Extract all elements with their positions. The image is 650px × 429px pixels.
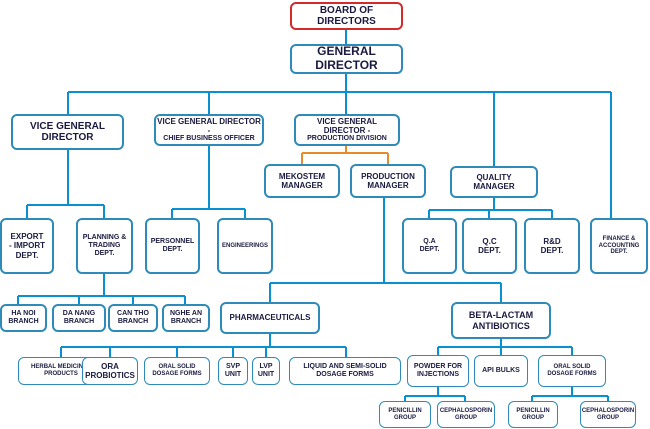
branch-ha-noi-label: HA NOI BRANCH — [8, 309, 39, 325]
vgd-chief-business-box: VICE GENERAL DIRECTOR - CHIEF BUSINESS O… — [154, 114, 264, 146]
board-of-directors-label: BOARD OF DIRECTORS — [317, 4, 376, 28]
mekostem-manager-label: MEKOSTEM MANAGER — [278, 171, 326, 190]
quality-manager-label: QUALITY MANAGER — [473, 172, 515, 191]
branch-nghe-an-box: NGHE AN BRANCH — [162, 304, 210, 332]
cephalosporin-group-box-2: CEPHALOSPORIN GROUP — [580, 401, 636, 428]
rd-dept-box: R&D DEPT. — [524, 218, 580, 274]
planning-trading-label: PLANNING & TRADING DEPT. — [82, 233, 127, 258]
penicillin-group-label-1: PENICILLIN GROUP — [388, 407, 422, 421]
oral-solid-box-2: ORAL SOLID DOSAGE FORMS — [538, 355, 606, 387]
qc-dept-box: Q.C DEPT. — [462, 218, 517, 274]
penicillin-group-box-1: PENICILLIN GROUP — [379, 401, 431, 428]
vgd-production-line1: VICE GENERAL DIRECTOR - — [316, 116, 377, 135]
oral-solid-label-2: ORAL SOLID DOSAGE FORMS — [547, 364, 597, 377]
liquid-semi-solid-box: LIQUID AND SEMI-SOLID DOSAGE FORMS — [289, 357, 401, 385]
powder-injections-box: POWDER FOR INJECTIONS — [407, 355, 469, 387]
vgd-production-line2: PRODUCTION DIVISION — [307, 135, 387, 143]
beta-lactam-label: BETA-LACTAM ANTIBIOTICS — [468, 310, 534, 331]
qa-dept-label: Q.A DEPT. — [419, 237, 440, 253]
export-import-label: EXPORT - IMPORT DEPT. — [9, 232, 45, 260]
branch-da-nang-label: DA NANG BRANCH — [62, 309, 96, 325]
engineerings-box: ENGINEERINGS — [217, 218, 273, 274]
oral-solid-label-1: ORAL SOLID DOSAGE FORMS — [152, 364, 202, 377]
beta-lactam-box: BETA-LACTAM ANTIBIOTICS — [451, 302, 551, 339]
export-import-box: EXPORT - IMPORT DEPT. — [0, 218, 54, 274]
penicillin-group-box-2: PENICILLIN GROUP — [508, 401, 558, 428]
api-bulks-label: API BULKS — [482, 366, 520, 374]
lvp-unit-label: LVP UNIT — [257, 362, 275, 378]
vgd-production-box: VICE GENERAL DIRECTOR - PRODUCTION DIVIS… — [294, 114, 400, 146]
api-bulks-box: API BULKS — [474, 355, 528, 387]
branch-da-nang-box: DA NANG BRANCH — [52, 304, 106, 332]
finance-accounting-label: FINANCE & ACCOUNTING DEPT. — [598, 235, 640, 256]
production-manager-box: PRODUCTION MANAGER — [350, 164, 426, 198]
ora-probiotics-label: ORA PROBIOTICS — [85, 361, 135, 380]
qc-dept-label: Q.C DEPT. — [478, 236, 501, 255]
production-manager-label: PRODUCTION MANAGER — [361, 171, 415, 190]
mekostem-manager-box: MEKOSTEM MANAGER — [264, 164, 340, 198]
liquid-semi-solid-label: LIQUID AND SEMI-SOLID DOSAGE FORMS — [303, 362, 387, 378]
vice-general-director-box: VICE GENERAL DIRECTOR — [11, 114, 124, 150]
general-director-box: GENERAL DIRECTOR — [290, 44, 403, 74]
vgd-chief-business-line1: VICE GENERAL DIRECTOR - — [157, 116, 261, 135]
general-director-label: GENERAL DIRECTOR — [315, 44, 378, 72]
planning-trading-box: PLANNING & TRADING DEPT. — [76, 218, 133, 274]
pharmaceuticals-label: PHARMACEUTICALS — [229, 313, 311, 323]
pharmaceuticals-box: PHARMACEUTICALS — [220, 302, 320, 334]
qa-dept-box: Q.A DEPT. — [402, 218, 457, 274]
vice-general-director-label: VICE GENERAL DIRECTOR — [29, 120, 105, 144]
engineerings-label: ENGINEERINGS — [221, 242, 268, 249]
personnel-label: PERSONNEL DEPT. — [150, 237, 195, 253]
rd-dept-label: R&D DEPT. — [540, 236, 564, 255]
svp-unit-box: SVP UNIT — [218, 357, 248, 385]
cephalosporin-group-label-2: CEPHALOSPORIN GROUP — [581, 407, 635, 421]
svp-unit-label: SVP UNIT — [224, 362, 242, 378]
branch-nghe-an-label: NGHE AN BRANCH — [169, 309, 203, 325]
finance-accounting-box: FINANCE & ACCOUNTING DEPT. — [590, 218, 648, 274]
branch-ha-noi-box: HA NOI BRANCH — [0, 304, 47, 332]
personnel-box: PERSONNEL DEPT. — [145, 218, 200, 274]
oral-solid-box-1: ORAL SOLID DOSAGE FORMS — [144, 357, 210, 385]
lvp-unit-box: LVP UNIT — [252, 357, 280, 385]
powder-injections-label: POWDER FOR INJECTIONS — [413, 362, 463, 378]
cephalosporin-group-label-1: CEPHALOSPORIN GROUP — [439, 407, 493, 421]
branch-can-tho-box: CAN THO BRANCH — [108, 304, 158, 332]
cephalosporin-group-box-1: CEPHALOSPORIN GROUP — [437, 401, 495, 428]
ora-probiotics-box: ORA PROBIOTICS — [82, 357, 138, 385]
penicillin-group-label-2: PENICILLIN GROUP — [516, 407, 550, 421]
vgd-chief-business-line2: CHIEF BUSINESS OFFICER — [163, 135, 255, 143]
herbal-medicinal-label: HERBAL MEDICINAL PRODUCTS — [31, 364, 91, 377]
quality-manager-box: QUALITY MANAGER — [450, 166, 538, 198]
board-of-directors-box: BOARD OF DIRECTORS — [290, 2, 403, 30]
branch-can-tho-label: CAN THO BRANCH — [117, 309, 149, 325]
